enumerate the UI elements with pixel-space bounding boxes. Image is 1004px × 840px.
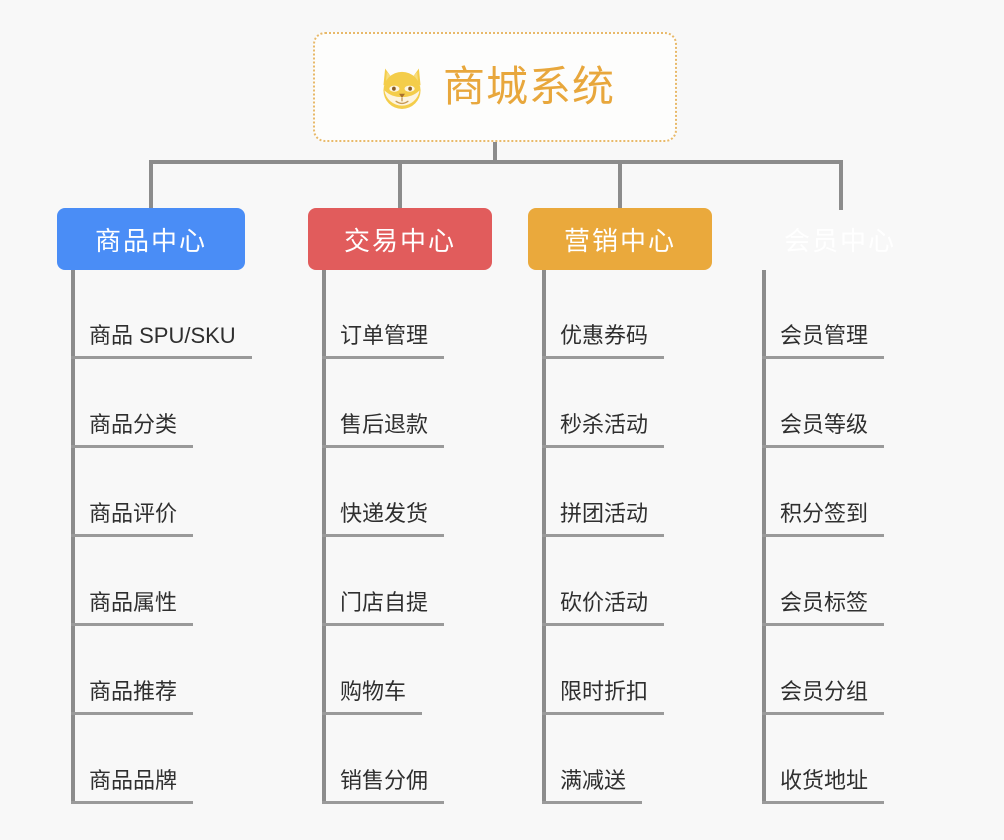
leaf-item[interactable]: 销售分佣 [322, 715, 445, 804]
leaf-label: 商品品牌 [89, 767, 178, 793]
leaf-item[interactable]: 优惠券码 [542, 270, 665, 359]
leaf-label: 购物车 [340, 678, 407, 704]
leaf-label: 收货地址 [780, 767, 869, 793]
leaf-item[interactable]: 商品评价 [71, 448, 194, 537]
root-title: 商城系统 [442, 63, 615, 110]
category-header-label: 交易中心 [343, 225, 456, 256]
leaf-item[interactable]: 拼团活动 [542, 448, 665, 537]
category-header-marketing-center[interactable]: 营销中心 [528, 208, 712, 270]
category-header-product-center[interactable]: 商品中心 [57, 208, 245, 270]
category-header-member-center[interactable]: 会员中心 [748, 208, 932, 270]
connector-drop-marketing [618, 160, 622, 210]
leaf-label: 售后退款 [340, 411, 429, 437]
leaf-label: 商品分类 [89, 411, 178, 437]
leaf-label: 会员标签 [780, 589, 869, 615]
leaf-label: 快递发货 [340, 500, 429, 526]
leaf-label: 拼团活动 [560, 500, 649, 526]
leaf-label: 会员分组 [780, 678, 869, 704]
leaf-item[interactable]: 商品品牌 [71, 715, 194, 804]
category-header-label: 营销中心 [563, 225, 676, 256]
leaf-item[interactable]: 购物车 [322, 626, 423, 715]
leaf-label: 满减送 [560, 767, 627, 793]
leaf-item[interactable]: 商品属性 [71, 537, 194, 626]
leaf-item[interactable]: 会员分组 [762, 626, 885, 715]
category-header-label: 会员中心 [783, 225, 896, 256]
leaf-item[interactable]: 商品推荐 [71, 626, 194, 715]
leaf-label: 砍价活动 [560, 589, 649, 615]
column-spine [322, 270, 326, 804]
leaf-label: 商品属性 [89, 589, 178, 615]
leaf-item[interactable]: 限时折扣 [542, 626, 665, 715]
column-spine [71, 270, 75, 804]
leaf-item[interactable]: 售后退款 [322, 359, 445, 448]
leaf-label: 秒杀活动 [560, 411, 649, 437]
column-spine [762, 270, 766, 804]
leaf-item[interactable]: 满减送 [542, 715, 643, 804]
leaf-label: 会员管理 [780, 322, 869, 348]
leaf-item[interactable]: 快递发货 [322, 448, 445, 537]
connector-drop-member [839, 160, 843, 210]
leaf-label: 订单管理 [340, 322, 429, 348]
leaf-item[interactable]: 会员等级 [762, 359, 885, 448]
leaf-item[interactable]: 商品 SPU/SKU [71, 270, 252, 359]
connector-drop-product [149, 160, 153, 210]
category-header-trade-center[interactable]: 交易中心 [308, 208, 492, 270]
leaf-label: 销售分佣 [340, 767, 429, 793]
leaf-label: 会员等级 [780, 411, 869, 437]
leaf-item[interactable]: 门店自提 [322, 537, 445, 626]
leaf-label: 商品评价 [89, 500, 178, 526]
connector-horizontal-bus [149, 160, 843, 164]
leaf-item[interactable]: 会员标签 [762, 537, 885, 626]
leaf-item[interactable]: 积分签到 [762, 448, 885, 537]
leaf-label: 商品 SPU/SKU [89, 322, 236, 348]
category-header-label: 商品中心 [94, 225, 207, 256]
leaf-label: 商品推荐 [89, 678, 178, 704]
root-node[interactable]: 商城系统 [313, 32, 677, 142]
leaf-item[interactable]: 会员管理 [762, 270, 885, 359]
leaf-item[interactable]: 秒杀活动 [542, 359, 665, 448]
leaf-label: 门店自提 [340, 589, 429, 615]
leaf-label: 限时折扣 [560, 678, 649, 704]
leaf-item[interactable]: 砍价活动 [542, 537, 665, 626]
leaf-item[interactable]: 订单管理 [322, 270, 445, 359]
connector-drop-trade [398, 160, 402, 210]
shiba-dog-face-icon [375, 60, 429, 114]
leaf-item[interactable]: 收货地址 [762, 715, 885, 804]
leaf-label: 积分签到 [780, 500, 869, 526]
connector-root-stem [493, 142, 497, 164]
column-spine [542, 270, 546, 804]
leaf-item[interactable]: 商品分类 [71, 359, 194, 448]
leaf-label: 优惠券码 [560, 322, 649, 348]
